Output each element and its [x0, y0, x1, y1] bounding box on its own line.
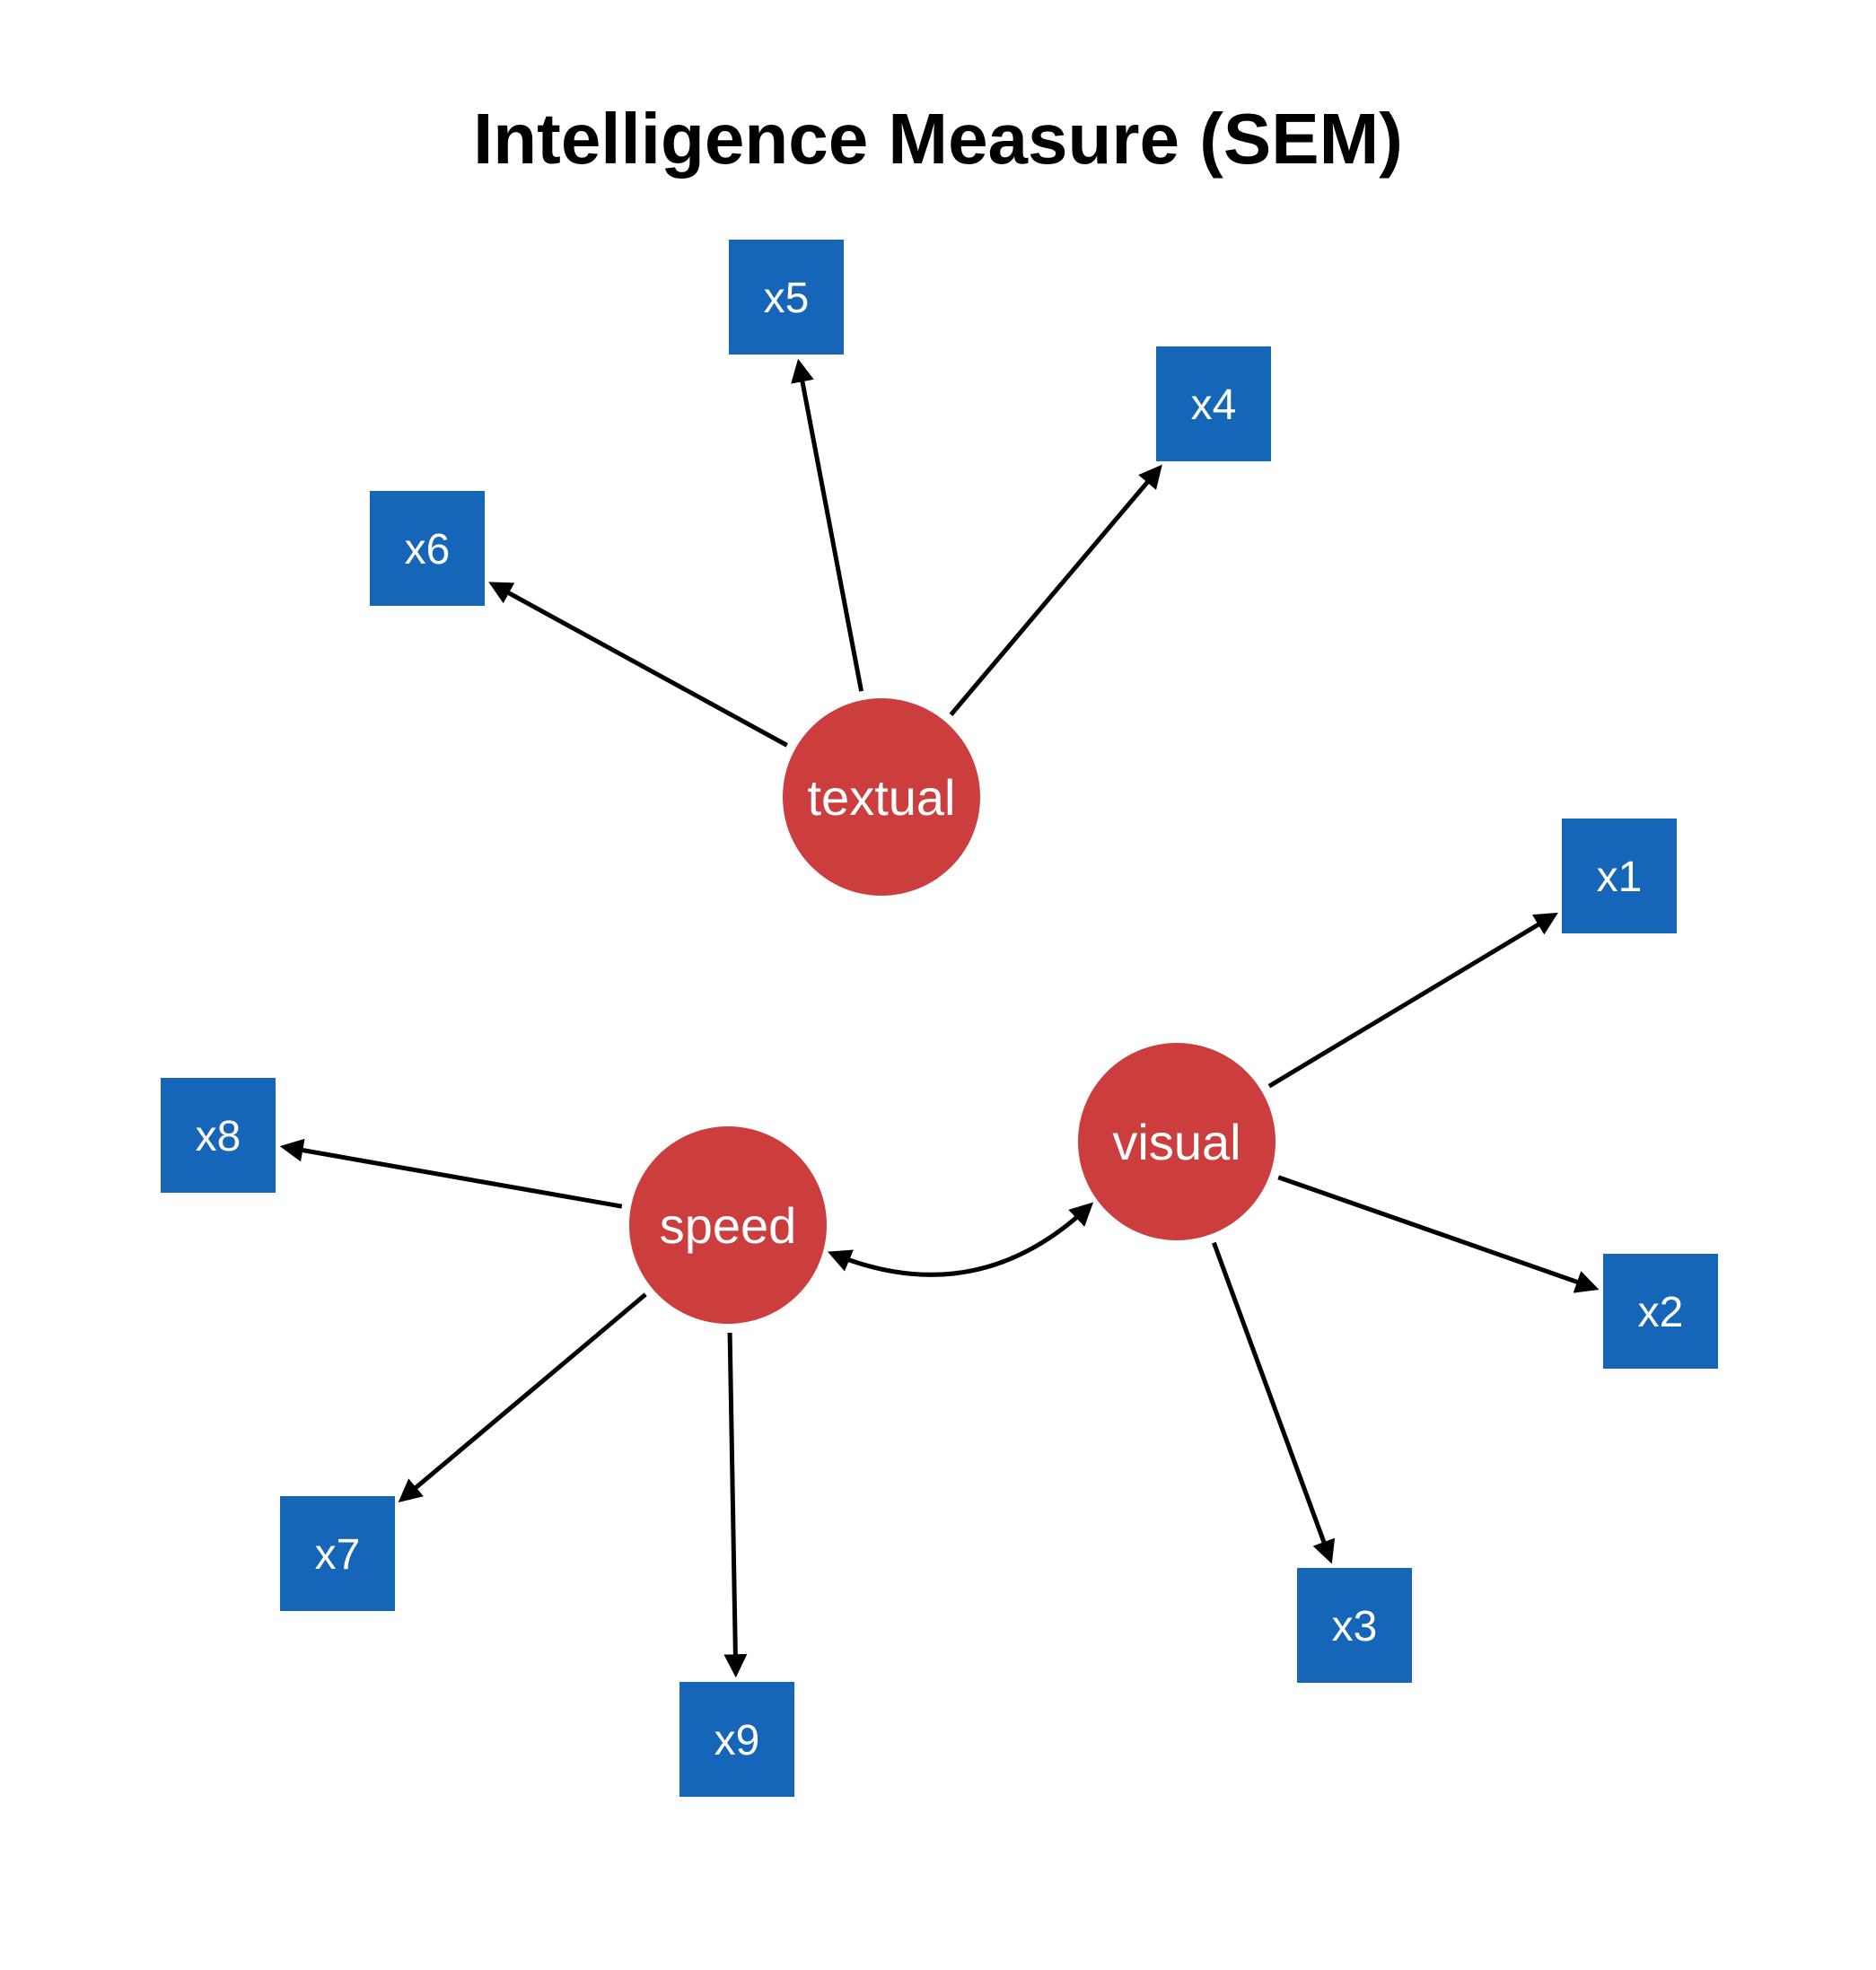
- observed-node-x7: x7: [280, 1496, 395, 1611]
- observed-node-label: x1: [1597, 854, 1643, 901]
- nodes-layer: textual visual speed x1 x2 x3 x4 x5 x6 x7 x8 x9: [161, 240, 1718, 1797]
- covariance-edge-speed-visual: [827, 1202, 1094, 1277]
- latent-node-label: speed: [660, 1197, 797, 1254]
- observed-node-x8: x8: [161, 1078, 276, 1193]
- observed-node-x1: x1: [1562, 819, 1677, 933]
- observed-node-label: x8: [196, 1113, 241, 1160]
- observed-node-x4: x4: [1156, 346, 1271, 461]
- latent-node-visual: visual: [1078, 1043, 1276, 1240]
- edge-textual-x6: [488, 582, 788, 748]
- observed-node-box: [1562, 819, 1677, 933]
- edge-speed-x9: [723, 1332, 748, 1678]
- edges-layer: [279, 358, 1600, 1678]
- latent-node-circle: [783, 698, 980, 896]
- observed-node-box: [280, 1496, 395, 1611]
- edge-textual-x5: [791, 358, 864, 692]
- edge-visual-x3: [1212, 1241, 1336, 1564]
- edge-visual-x2: [1277, 1175, 1600, 1293]
- diagram-title: Intelligence Measure (SEM): [473, 99, 1403, 179]
- observed-node-x6: x6: [370, 491, 485, 606]
- observed-node-x2: x2: [1603, 1254, 1718, 1369]
- observed-node-box: [679, 1682, 794, 1797]
- observed-node-x3: x3: [1297, 1568, 1412, 1683]
- latent-node-speed: speed: [629, 1126, 827, 1324]
- observed-node-box: [729, 240, 844, 355]
- observed-node-box: [161, 1078, 276, 1193]
- latent-node-label: textual: [808, 769, 956, 826]
- edge-visual-x1: [1267, 912, 1558, 1089]
- latent-node-label: visual: [1112, 1114, 1240, 1170]
- observed-node-label: x3: [1332, 1603, 1378, 1650]
- edge-speed-x7: [398, 1292, 647, 1503]
- observed-node-box: [1297, 1568, 1412, 1683]
- edge-speed-x8: [279, 1138, 623, 1209]
- observed-node-label: x2: [1638, 1289, 1684, 1336]
- latent-node-circle: [629, 1126, 827, 1324]
- observed-node-label: x9: [714, 1717, 760, 1764]
- latent-node-circle: [1078, 1043, 1276, 1240]
- edge-textual-x4: [949, 464, 1162, 716]
- observed-node-label: x7: [315, 1531, 361, 1579]
- observed-node-box: [370, 491, 485, 606]
- observed-node-box: [1603, 1254, 1718, 1369]
- observed-node-box: [1156, 346, 1271, 461]
- observed-node-label: x5: [764, 275, 810, 322]
- observed-node-x5: x5: [729, 240, 844, 355]
- observed-node-x9: x9: [679, 1682, 794, 1797]
- latent-node-textual: textual: [783, 698, 980, 896]
- observed-node-label: x4: [1191, 381, 1237, 429]
- observed-node-label: x6: [405, 526, 451, 573]
